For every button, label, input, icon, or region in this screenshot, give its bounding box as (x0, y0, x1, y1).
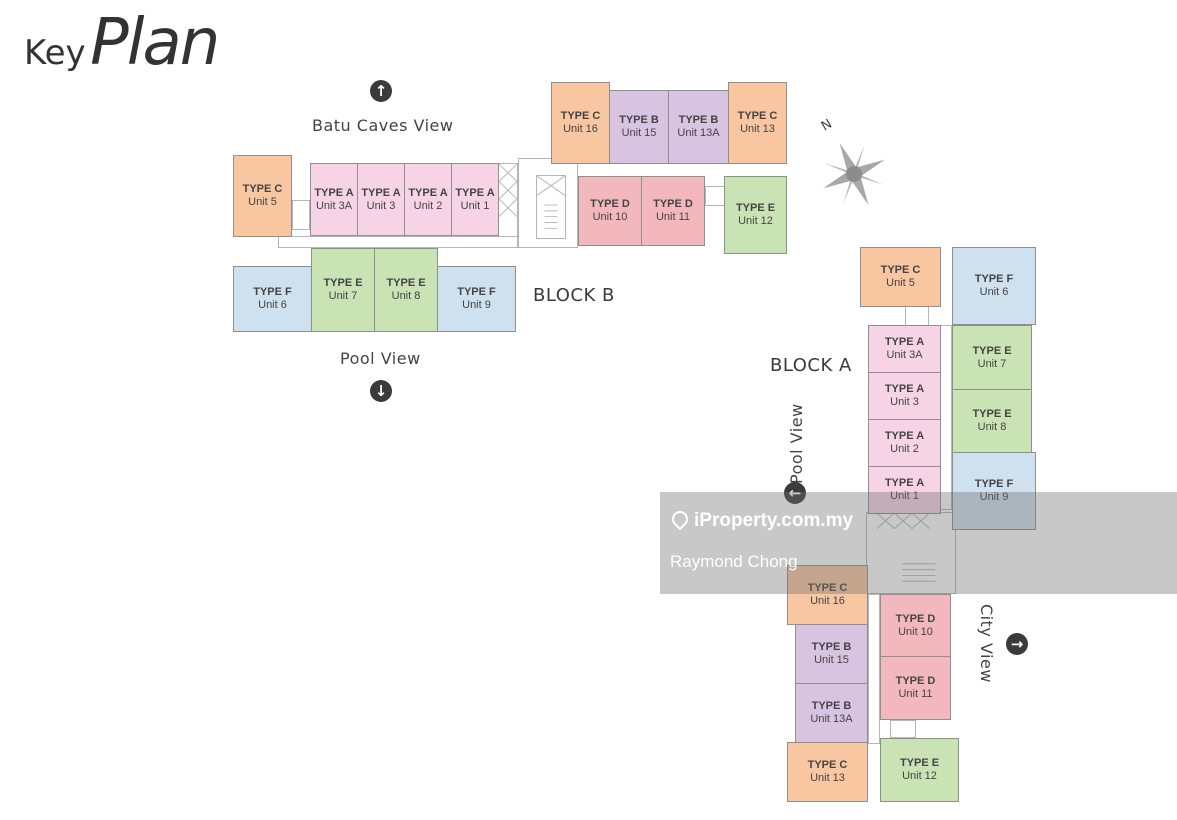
arrow-left-icon: ← (784, 482, 806, 504)
block-a-bottom-stair (890, 720, 916, 738)
block-b-stair-left (292, 200, 310, 230)
pool-view-label-block-a: Pool View (787, 403, 806, 484)
block-a-lift-core (866, 512, 956, 594)
pool-view-label-block-b: Pool View (340, 349, 421, 368)
watermark-brand-text: iProperty.com.my (694, 510, 854, 531)
block-a-lower-corridor (868, 594, 880, 744)
north-label: N (818, 116, 835, 135)
title-key: Key (24, 33, 86, 73)
block-a-label: BLOCK A (770, 355, 852, 376)
block-b-label: BLOCK B (533, 285, 615, 306)
block-a-top-stair (905, 306, 929, 326)
block-b-stair-right (705, 186, 725, 206)
watermark-banner: iProperty.com.my Raymond Chong (660, 492, 1177, 594)
batu-caves-view-label: Batu Caves View (312, 116, 454, 135)
block-b-lift-core (536, 175, 566, 239)
compass-icon (818, 138, 890, 210)
watermark-brand: iProperty.com.my (668, 507, 854, 532)
watermark-user: Raymond Chong (670, 552, 798, 571)
block-a-corridor (940, 325, 952, 510)
arrow-right-icon: → (1006, 633, 1028, 655)
block-b-corridor (278, 236, 518, 248)
location-pin-icon (668, 507, 692, 531)
arrow-down-icon: ↓ (370, 380, 392, 402)
city-view-label: City View (977, 604, 996, 683)
arrow-up-icon: ↑ (370, 80, 392, 102)
page-title: Key Plan (24, 6, 220, 80)
block-b-core-left (498, 163, 518, 237)
title-plan: Plan (90, 6, 220, 80)
